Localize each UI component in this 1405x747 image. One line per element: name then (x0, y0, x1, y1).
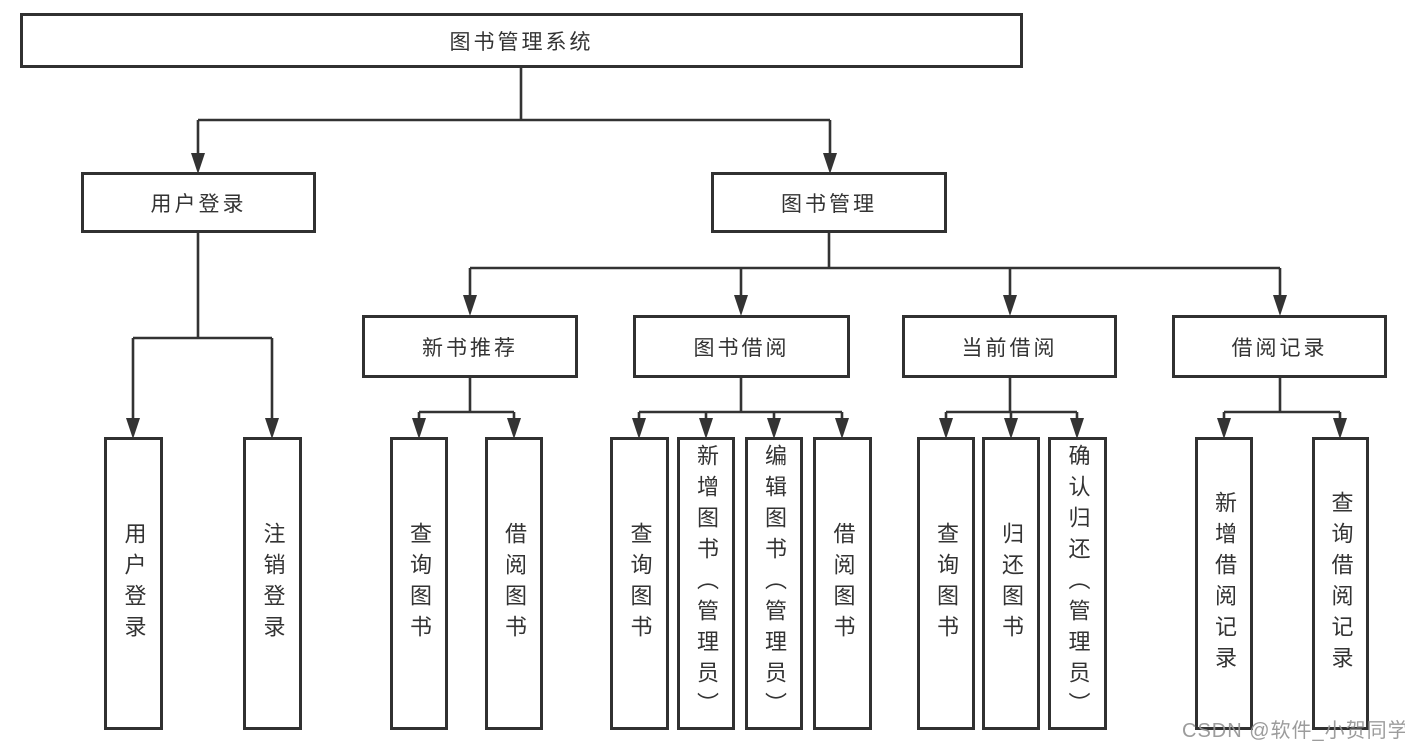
leaf-user-login: 用户登录 (104, 437, 163, 730)
leaf-confirm-return-admin: 确认归还（管理员） (1048, 437, 1107, 730)
node-label: 查询图书 (627, 521, 653, 646)
node-label: 查询图书 (934, 521, 959, 646)
node-label: 新书推荐 (422, 336, 518, 360)
tree-edges (131, 68, 1342, 418)
node-label: 图书管理 (781, 192, 877, 216)
node-label: 用户登录 (121, 521, 147, 646)
node-label: 归还图书 (999, 521, 1024, 646)
node-label: 编辑图书（管理员） (762, 444, 787, 723)
leaf-query-books-recommend: 查询图书 (390, 437, 448, 730)
node-user-login-branch: 用户登录 (81, 172, 316, 233)
node-borrow-records: 借阅记录 (1172, 315, 1387, 378)
node-label: 查询借阅记录 (1328, 490, 1354, 677)
node-label: 新增借阅记录 (1212, 490, 1237, 677)
leaf-edit-books-admin: 编辑图书（管理员） (745, 437, 803, 730)
node-label: 借阅图书 (830, 521, 856, 646)
node-label: 借阅记录 (1231, 336, 1328, 360)
leaf-query-books-borrowing: 查询图书 (610, 437, 669, 730)
csdn-watermark: CSDN @软件_小贺同学 (1182, 720, 1405, 742)
node-label: 查询图书 (407, 521, 432, 646)
node-label: 新增图书（管理员） (694, 444, 719, 723)
leaf-borrow-books-recommend: 借阅图书 (485, 437, 543, 730)
node-label: 注销登录 (260, 521, 286, 646)
leaf-borrow-books: 借阅图书 (813, 437, 872, 730)
leaf-add-borrow-record: 新增借阅记录 (1195, 437, 1253, 730)
leaf-logout: 注销登录 (243, 437, 302, 730)
leaf-return-books: 归还图书 (982, 437, 1040, 730)
node-book-management-branch: 图书管理 (711, 172, 947, 233)
node-label: 用户登录 (150, 192, 247, 216)
node-label: 图书借阅 (693, 336, 790, 360)
leaf-add-books-admin: 新增图书（管理员） (677, 437, 735, 730)
node-current-borrowing: 当前借阅 (902, 315, 1117, 378)
leaf-query-books-current: 查询图书 (917, 437, 975, 730)
leaf-query-borrow-record: 查询借阅记录 (1312, 437, 1369, 730)
node-label: 确认归还（管理员） (1065, 444, 1091, 723)
node-label: 当前借阅 (961, 336, 1058, 360)
arrow-down-heads (126, 153, 1347, 439)
node-label: 借阅图书 (502, 521, 527, 646)
node-book-borrowing: 图书借阅 (633, 315, 850, 378)
node-new-book-recommend: 新书推荐 (362, 315, 578, 378)
node-library-management-system: 图书管理系统 (20, 13, 1023, 68)
node-label: 图书管理系统 (449, 30, 594, 54)
